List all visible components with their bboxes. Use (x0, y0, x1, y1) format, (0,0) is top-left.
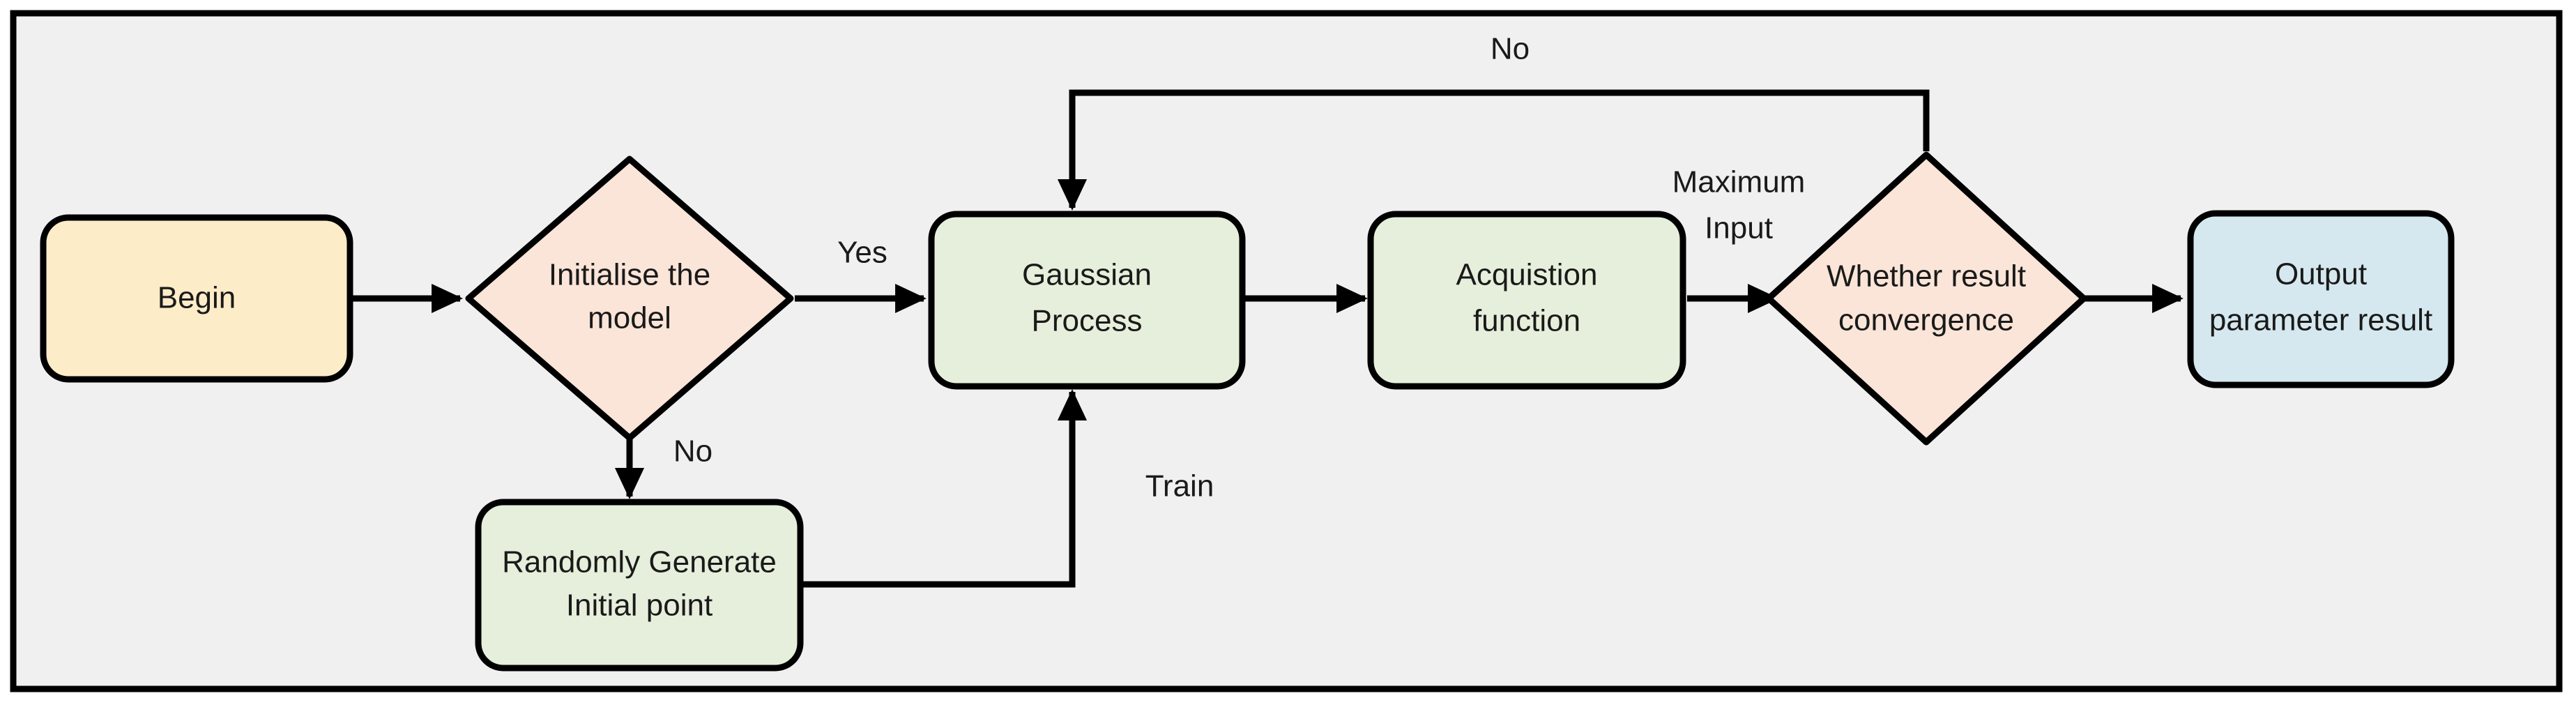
node-whether-result-convergence-label-line2: convergence (1838, 303, 2014, 338)
node-gaussian-process-label-line1: Gaussian (1022, 258, 1152, 292)
node-begin-label: Begin (158, 281, 236, 315)
node-gaussian-process-shape[interactable] (928, 211, 1246, 390)
edge-label-no-down: No (673, 434, 712, 469)
edge-convergence-to-gaussian-process-loop (1057, 89, 1930, 211)
node-output-parameter-result-label-line1: Output (2275, 257, 2367, 291)
node-acquisition-function[interactable]: Acquistion function (1367, 211, 1686, 390)
node-randomly-generate-initial-point[interactable]: Randomly Generate Initial point (475, 499, 804, 672)
node-output-parameter-result[interactable]: Output parameter result (2187, 210, 2455, 388)
node-whether-result-convergence-label-line1: Whether result (1827, 259, 2026, 294)
node-randomly-generate-initial-point-label-line1: Randomly Generate (502, 545, 777, 579)
edge-label-maximum-input-line1: Maximum (1672, 165, 1806, 199)
node-acquisition-function-shape[interactable] (1367, 211, 1686, 390)
edge-label-yes: Yes (837, 236, 887, 270)
node-initialise-the-model-label-line1: Initialise the (549, 258, 710, 292)
node-initialise-the-model[interactable]: Initialise the model (465, 156, 794, 441)
node-output-parameter-result-shape[interactable] (2187, 210, 2455, 388)
diagram-frame (10, 10, 2563, 692)
node-initialise-the-model-label-line2: model (588, 301, 671, 335)
node-output-parameter-result-label-line2: parameter result (2209, 303, 2432, 338)
node-begin-shape[interactable] (40, 214, 353, 383)
edge-label-no-loop: No (1491, 32, 1530, 66)
edge-label-maximum-input-line2: Input (1705, 211, 1773, 245)
node-acquisition-function-label-line1: Acquistion (1456, 258, 1597, 292)
node-acquisition-function-label-line2: function (1473, 304, 1580, 338)
node-gaussian-process[interactable]: Gaussian Process (928, 211, 1246, 390)
edge-random-generate-to-gaussian-process (802, 389, 1088, 588)
edge-label-train: Train (1145, 469, 1214, 503)
node-whether-result-convergence-shape[interactable] (1765, 151, 2087, 446)
node-begin[interactable]: Begin (40, 214, 353, 383)
node-whether-result-convergence[interactable]: Whether result convergence (1765, 151, 2087, 446)
node-initialise-the-model-shape[interactable] (465, 156, 794, 441)
node-gaussian-process-label-line2: Process (1032, 304, 1143, 338)
node-randomly-generate-initial-point-shape[interactable] (475, 499, 804, 672)
node-randomly-generate-initial-point-label-line2: Initial point (566, 589, 712, 623)
